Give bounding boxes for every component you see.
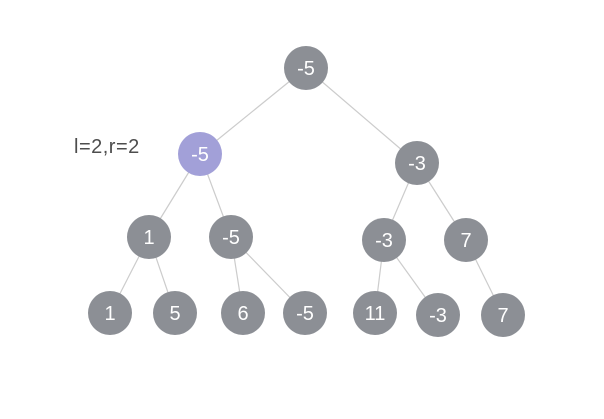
node-value-label: -3: [408, 153, 426, 175]
node-value-label: -3: [375, 230, 393, 252]
tree-node-LLR: 5: [153, 291, 197, 335]
node-value-label: 6: [237, 303, 248, 325]
node-circle: [221, 291, 265, 335]
tree-node-LRL: 6: [221, 291, 265, 335]
tree-node-root: -5: [284, 46, 328, 90]
node-value-label: 7: [497, 305, 508, 327]
tree-node-LRR: -5: [283, 291, 327, 335]
tree-node-LLL: 1: [88, 291, 132, 335]
node-value-label: 1: [143, 227, 154, 249]
node-circle: [284, 46, 328, 90]
tree-node-RR: 7: [444, 218, 488, 262]
tree-node-RRR: 7: [481, 293, 525, 337]
tree-node-RL: -3: [362, 218, 406, 262]
node-value-label: -3: [429, 305, 447, 327]
node-circle: [481, 293, 525, 337]
node-circle: [209, 215, 253, 259]
node-circle: [127, 215, 171, 259]
node-value-label: 1: [104, 303, 115, 325]
node-value-label: -5: [222, 227, 240, 249]
tree-node-RLL: 11: [353, 291, 397, 335]
tree-node-LR: -5: [209, 215, 253, 259]
node-circle: [153, 291, 197, 335]
node-circle: [88, 291, 132, 335]
node-value-label: -5: [297, 58, 315, 80]
node-circle-highlighted: [178, 132, 222, 176]
node-value-label: 11: [365, 303, 386, 325]
tree-node-L: -5: [178, 132, 222, 176]
tree-edge-root-L: [199, 67, 307, 155]
node-circle: [395, 141, 439, 185]
node-lr-annotation: l=2,r=2: [74, 136, 140, 158]
tree-node-R: -3: [395, 141, 439, 185]
node-circle: [444, 218, 488, 262]
tree-node-LL: 1: [127, 215, 171, 259]
node-value-label: -5: [296, 303, 314, 325]
node-circle: [283, 291, 327, 335]
tree-node-RLR: -3: [416, 293, 460, 337]
node-value-label: 5: [169, 303, 180, 325]
node-value-label: 7: [460, 230, 471, 252]
node-circle: [416, 293, 460, 337]
node-circle: [362, 218, 406, 262]
node-value-label: -5: [191, 144, 209, 166]
tree-edge-root-R: [305, 67, 418, 164]
node-circle: [353, 291, 397, 335]
